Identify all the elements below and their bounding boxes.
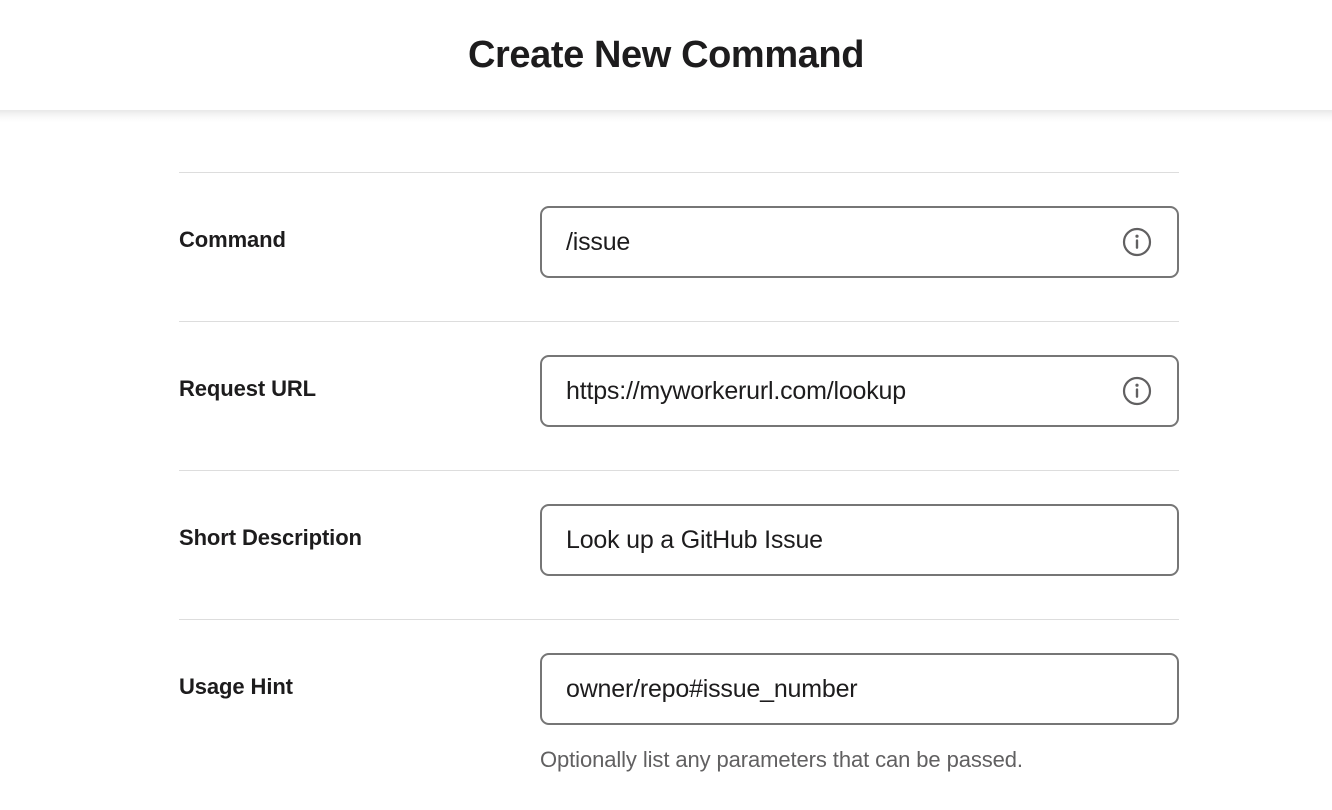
request-url-input-value: https://myworkerurl.com/lookup — [566, 378, 906, 404]
field-request-url: https://myworkerurl.com/lookup — [540, 355, 1179, 427]
command-input[interactable]: /issue — [540, 206, 1179, 278]
field-command: /issue — [540, 206, 1179, 278]
usage-hint-helper-text: Optionally list any parameters that can … — [540, 747, 1023, 772]
label-usage-hint: Usage Hint — [179, 674, 293, 699]
form-row-request-url: Request URL https://myworkerurl.com/look… — [179, 322, 1179, 470]
form-content-wrapper: Command /issue Request URL — [179, 172, 1179, 782]
row-divider — [179, 470, 1179, 471]
form-row-usage-hint: Usage Hint owner/repo#issue_number Optio… — [179, 620, 1179, 782]
short-description-input[interactable]: Look up a GitHub Issue — [540, 504, 1179, 576]
request-url-input[interactable]: https://myworkerurl.com/lookup — [540, 355, 1179, 427]
row-divider — [179, 321, 1179, 322]
label-request-url: Request URL — [179, 376, 317, 401]
page-header: Create New Command — [0, 0, 1332, 123]
label-command: Command — [179, 227, 286, 252]
row-divider — [179, 619, 1179, 620]
usage-hint-input-value: owner/repo#issue_number — [566, 676, 858, 702]
create-command-form: Command /issue Request URL — [0, 110, 1332, 782]
info-circle-icon[interactable] — [1121, 375, 1153, 407]
label-short-description: Short Description — [179, 525, 362, 550]
short-description-input-value: Look up a GitHub Issue — [566, 527, 823, 553]
form-row-command: Command /issue — [179, 173, 1179, 321]
field-short-description: Look up a GitHub Issue — [540, 504, 1179, 576]
usage-hint-input[interactable]: owner/repo#issue_number — [540, 653, 1179, 725]
row-divider — [179, 172, 1179, 173]
field-usage-hint: owner/repo#issue_number Optionally list … — [540, 653, 1179, 774]
info-circle-icon[interactable] — [1121, 226, 1153, 258]
form-row-short-description: Short Description Look up a GitHub Issue — [179, 471, 1179, 619]
command-input-value: /issue — [566, 229, 631, 255]
page-title: Create New Command — [467, 34, 865, 76]
